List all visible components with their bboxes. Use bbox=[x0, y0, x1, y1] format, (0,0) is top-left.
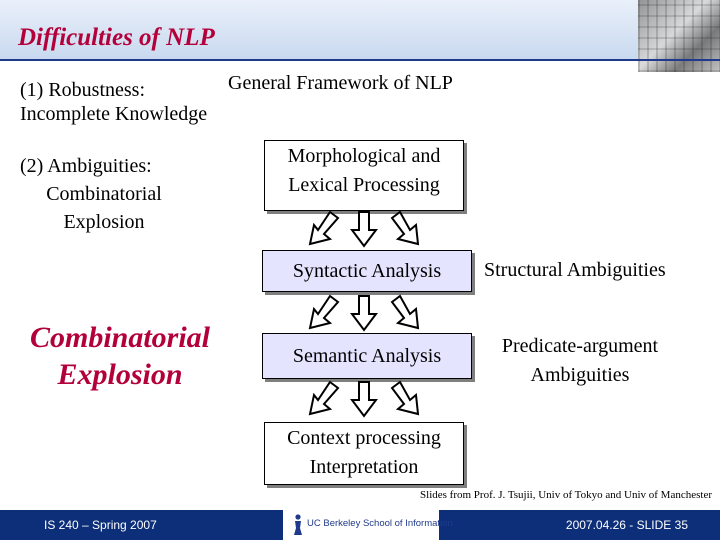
arrow-group-3 bbox=[308, 380, 420, 418]
arrow-down-right-icon bbox=[390, 380, 420, 416]
stage-syntactic: Syntactic Analysis bbox=[262, 250, 472, 292]
arrow-down-icon bbox=[350, 295, 378, 332]
school-logo: UC Berkeley School of Information bbox=[283, 510, 453, 540]
framework-title: General Framework of NLP bbox=[228, 72, 453, 94]
header-rule bbox=[0, 59, 720, 61]
combinatorial-label: Combinatorial bbox=[46, 183, 162, 205]
predicate-argument-line1: Predicate-argument bbox=[501, 335, 659, 357]
school-logo-icon bbox=[294, 514, 302, 535]
stage-context: Context processing Interpretation bbox=[264, 422, 464, 485]
stage-semantic: Semantic Analysis bbox=[262, 333, 472, 379]
stage-morphological-line1: Morphological and bbox=[287, 145, 441, 167]
building-photo bbox=[638, 0, 720, 72]
flow-arrows bbox=[308, 210, 420, 418]
arrow-down-left-icon bbox=[308, 294, 340, 330]
structural-ambiguities: Structural Ambiguities bbox=[484, 259, 666, 281]
incomplete-knowledge-label: Incomplete Knowledge bbox=[20, 103, 208, 125]
slide-number: 2007.04.26 - SLIDE 35 bbox=[565, 518, 688, 532]
big-line-1: Combinatorial bbox=[29, 321, 211, 354]
stage-syntactic-label: Syntactic Analysis bbox=[292, 260, 442, 282]
school-logo-text: UC Berkeley School of Information bbox=[307, 518, 453, 529]
credit-line: Slides from Prof. J. Tsujii, Univ of Tok… bbox=[420, 489, 712, 501]
arrow-down-icon bbox=[350, 211, 378, 248]
ambiguities-label: (2) Ambiguities: bbox=[20, 155, 152, 177]
arrow-group-2 bbox=[308, 294, 420, 332]
course-label: IS 240 – Spring 2007 bbox=[44, 518, 157, 532]
stage-semantic-label: Semantic Analysis bbox=[292, 345, 442, 367]
header-bar bbox=[0, 0, 720, 60]
arrow-down-icon bbox=[350, 381, 378, 418]
stage-context-line2: Interpretation bbox=[309, 456, 419, 478]
robustness-label: (1) Robustness: bbox=[20, 79, 145, 101]
arrow-group-1 bbox=[308, 210, 420, 248]
explosion-label: Explosion bbox=[63, 211, 145, 233]
arrow-down-left-icon bbox=[308, 380, 340, 416]
arrow-down-left-icon bbox=[308, 210, 340, 246]
combinatorial-explosion-emphasis: Combinatorial Explosion bbox=[10, 320, 230, 393]
arrow-down-right-icon bbox=[390, 210, 420, 246]
arrow-down-right-icon bbox=[390, 294, 420, 330]
stage-morphological-line2: Lexical Processing bbox=[288, 174, 440, 196]
slide-title: Difficulties of NLP bbox=[18, 24, 215, 51]
stage-morphological: Morphological and Lexical Processing bbox=[264, 140, 464, 211]
predicate-argument-line2: Ambiguities bbox=[530, 364, 630, 386]
big-line-2: Explosion bbox=[57, 357, 183, 391]
stage-context-line1: Context processing bbox=[287, 427, 441, 449]
